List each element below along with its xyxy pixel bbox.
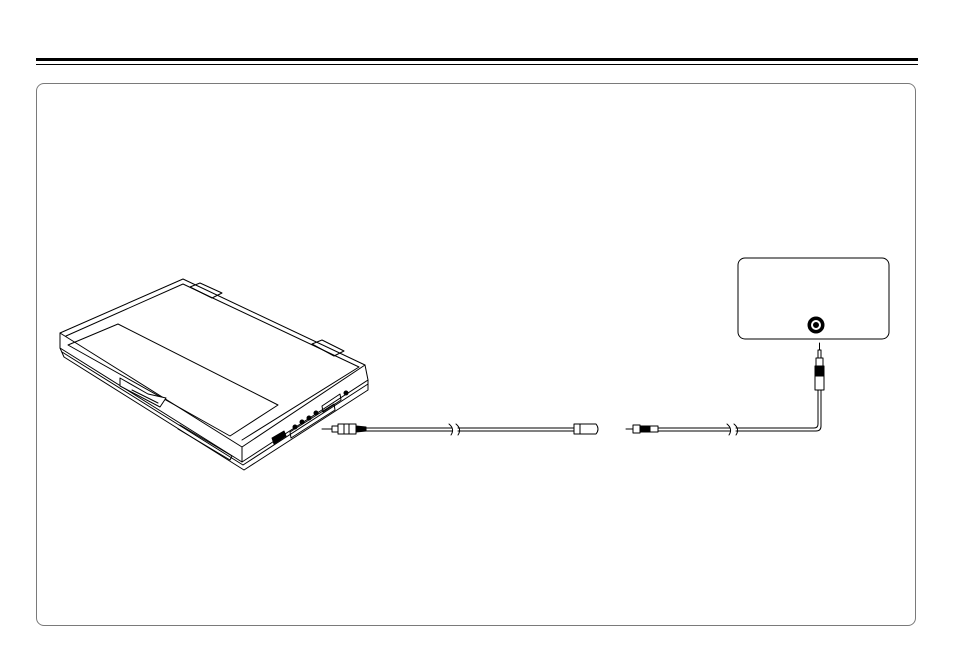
rca-plug-icon [626, 425, 658, 433]
din-plug-icon [574, 424, 598, 434]
mini-jack-cable [366, 424, 574, 435]
rca-jack-icon [808, 317, 824, 333]
rca-plug-vertical-icon [815, 343, 824, 390]
mini-jack-plug-icon [322, 424, 366, 434]
laptop-icon [60, 279, 368, 470]
rca-cable [658, 390, 821, 435]
